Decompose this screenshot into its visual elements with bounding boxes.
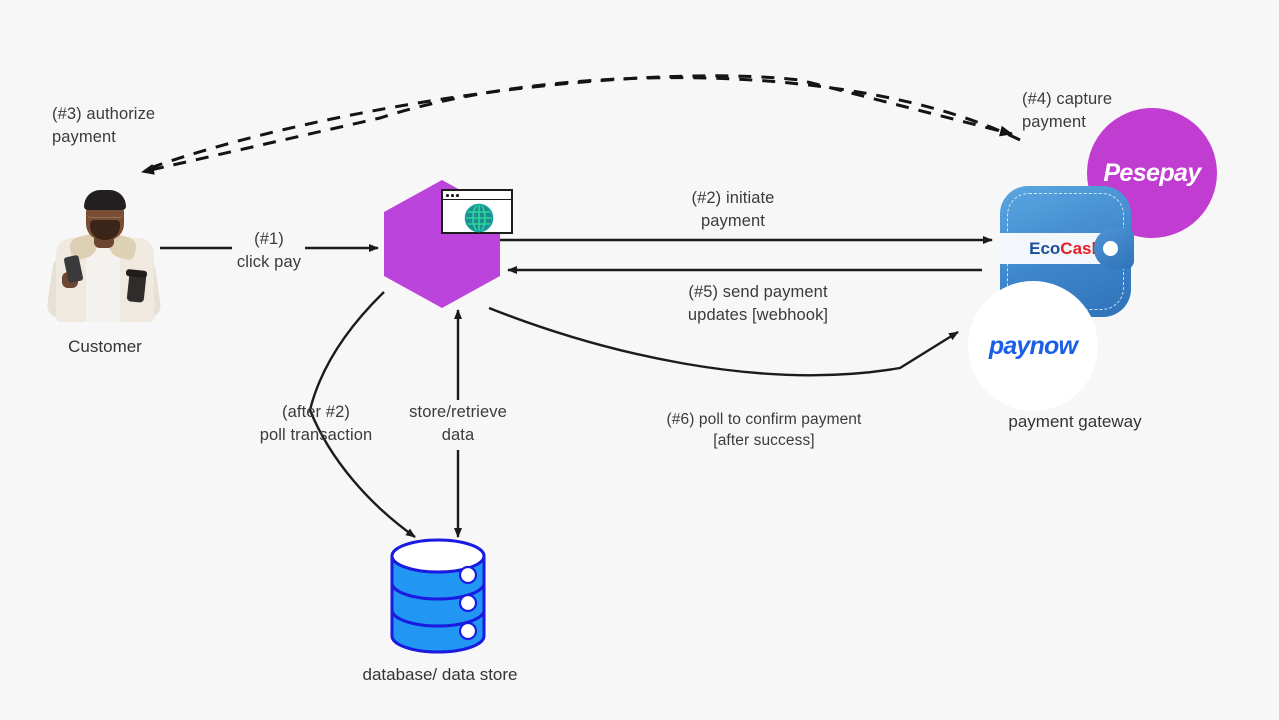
browser-window-icon bbox=[441, 189, 513, 234]
browser-dot-1 bbox=[446, 194, 449, 197]
ecocash-eco-text: Eco bbox=[1029, 238, 1061, 258]
edge-capture-payment bbox=[149, 74, 1013, 170]
edge-poll-to-confirm bbox=[488, 306, 959, 377]
globe-icon bbox=[464, 203, 494, 233]
ecocash-clasp-dot bbox=[1103, 241, 1118, 256]
label-poll-transaction: (after #2) poll transaction bbox=[259, 403, 373, 444]
label-poll-to-confirm: (#6) poll to confirm payment [after succ… bbox=[666, 411, 862, 449]
browser-titlebar bbox=[443, 191, 511, 200]
pesepay-wordmark: Pesepay bbox=[1103, 158, 1201, 187]
edge-poll-transaction bbox=[308, 291, 416, 538]
customer-photo bbox=[40, 186, 170, 322]
label-send-payment-updates: (#5) send payment updates [webhook] bbox=[687, 283, 829, 324]
caption-payment-gateway: payment gateway bbox=[1008, 412, 1142, 431]
customer-beanie bbox=[84, 190, 126, 210]
ecocash-cash-text: Cash bbox=[1060, 238, 1102, 258]
label-click-pay: (#1) click pay bbox=[236, 230, 302, 271]
label-store-retrieve-data: store/retrieve data bbox=[409, 403, 507, 444]
label-authorize-payment: (#3) authorize payment bbox=[52, 105, 156, 146]
browser-dot-2 bbox=[451, 194, 454, 197]
database-cylinder-icon[interactable] bbox=[390, 538, 486, 654]
customer-beard bbox=[90, 220, 120, 240]
caption-database: database/ data store bbox=[362, 665, 518, 684]
customer-shirt bbox=[86, 244, 120, 322]
edge-authorize-payment bbox=[141, 76, 1021, 175]
paynow-logo[interactable]: paynow bbox=[968, 281, 1098, 411]
label-initiate-payment: (#2) initiate payment bbox=[691, 189, 775, 230]
caption-customer: Customer bbox=[68, 337, 142, 356]
browser-dot-3 bbox=[456, 194, 459, 197]
label-capture-payment: (#4) capture payment bbox=[1022, 90, 1113, 131]
paynow-wordmark: paynow bbox=[988, 331, 1078, 360]
